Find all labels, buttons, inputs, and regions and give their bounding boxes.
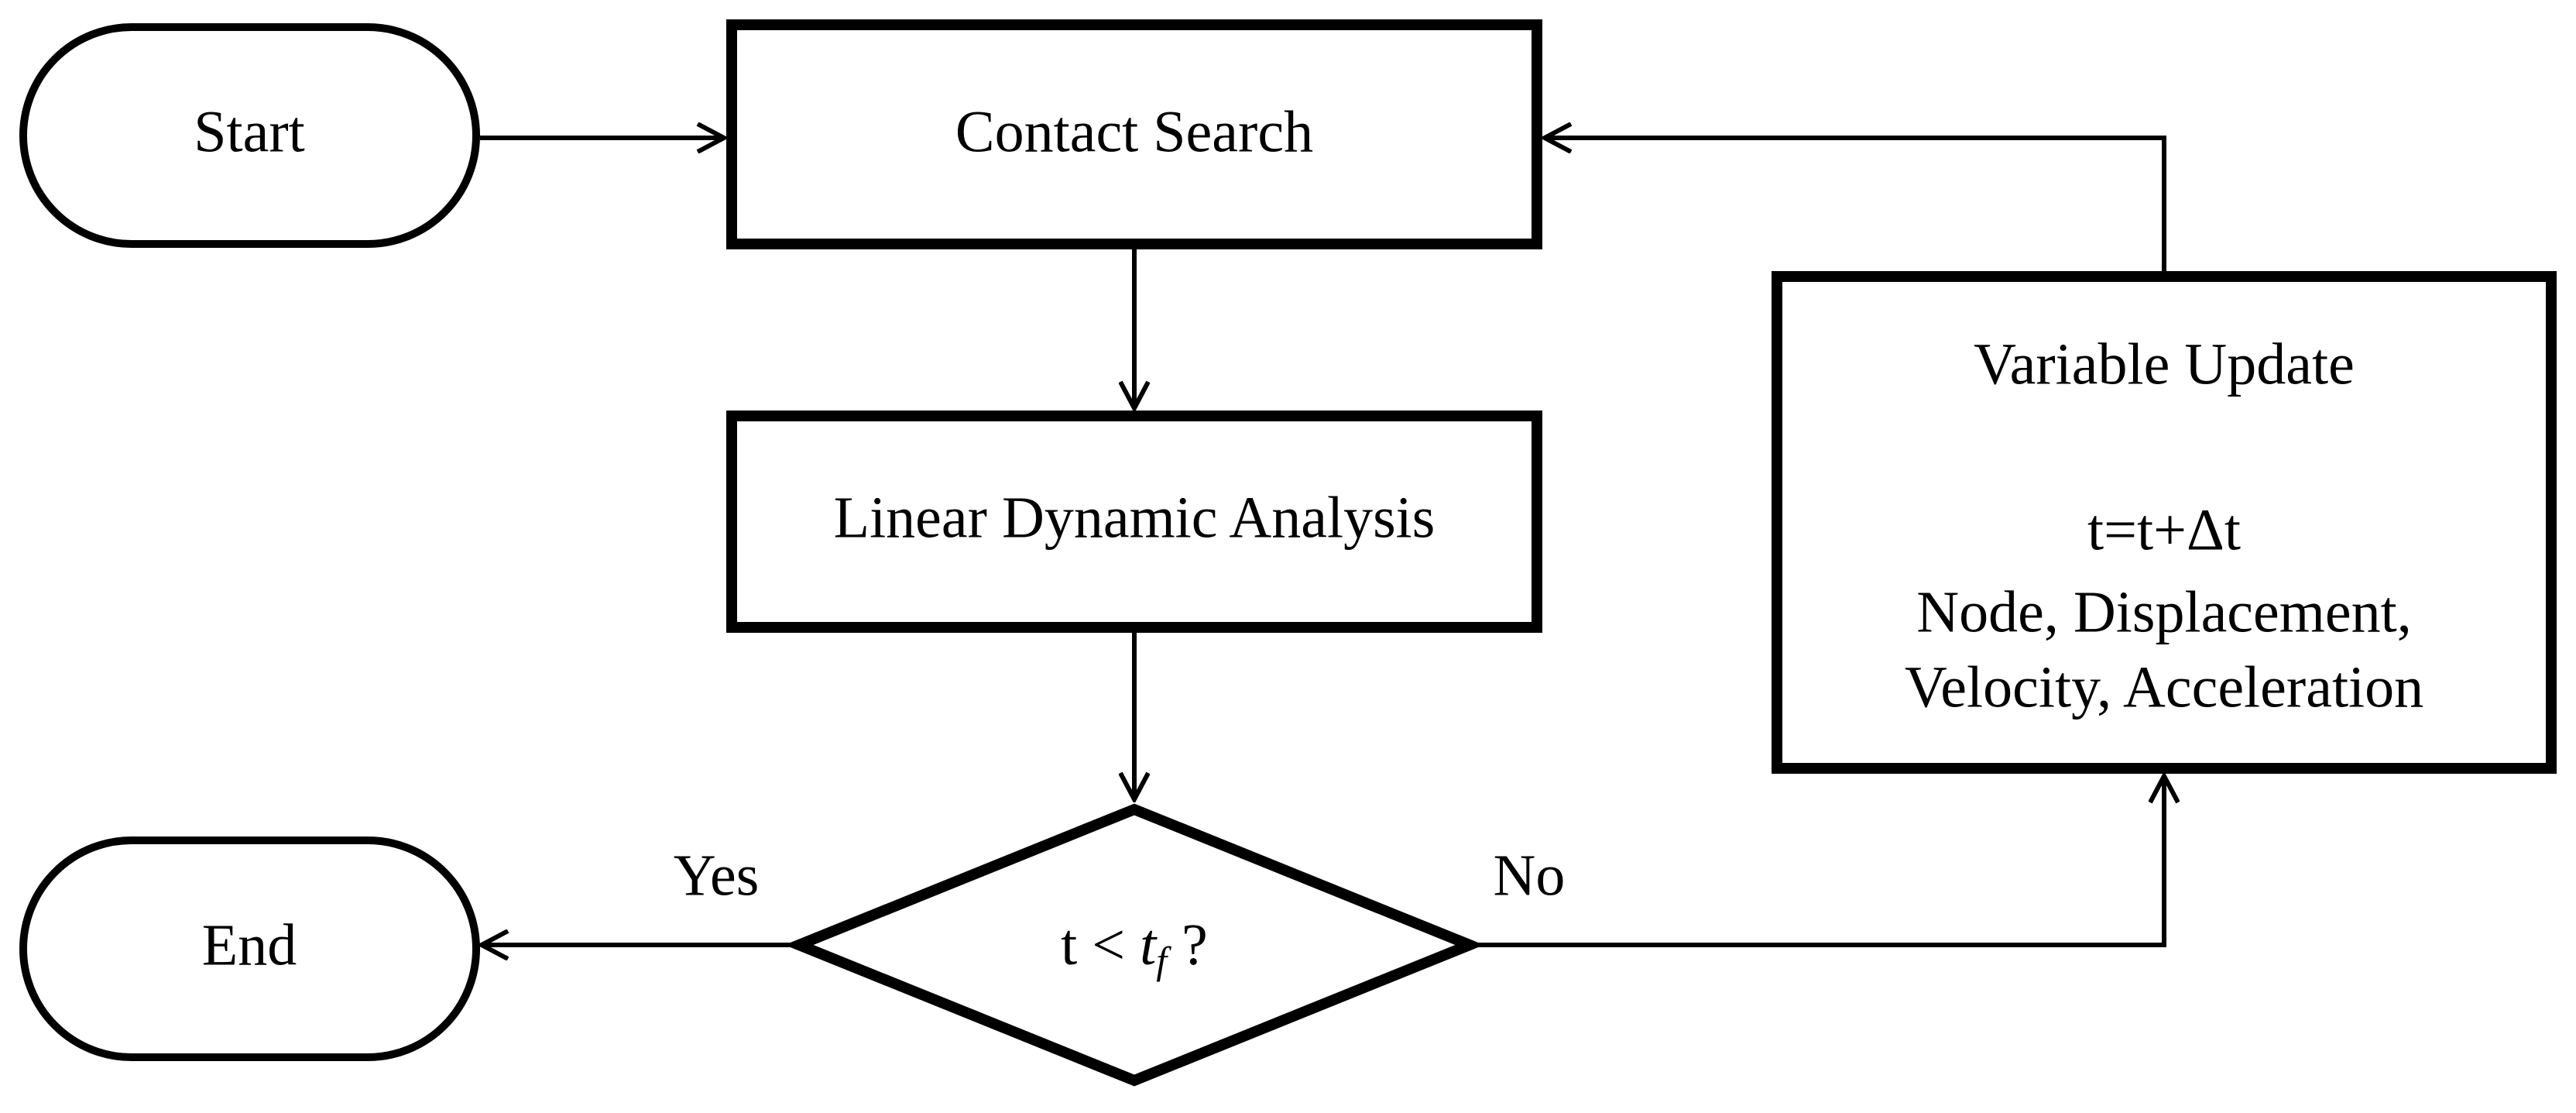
arrow-decision-no-to-variable-update [1475, 776, 2164, 947]
edge-label-yes: Yes [674, 843, 760, 908]
start-label: Start [194, 99, 305, 164]
decision-label: t < tf ? [1061, 912, 1208, 982]
decision-var: t [1140, 912, 1158, 977]
decision-prefix: t < [1061, 912, 1140, 977]
decision-suffix: ? [1167, 912, 1208, 977]
variable-update-line-3: Velocity, Acceleration [1905, 654, 2423, 720]
edge-label-no: No [1494, 843, 1566, 908]
variable-update-node: Variable Update t=t+Δt Node, Displacemen… [1772, 271, 2557, 774]
arrow-variable-update-to-contact-search [1545, 138, 2166, 271]
end-node: End [19, 836, 480, 1061]
variable-update-line-1: t=t+Δt [2087, 497, 2241, 562]
variable-update-title: Variable Update [1974, 331, 2355, 397]
contact-search-label: Contact Search [955, 99, 1313, 164]
end-label: End [202, 912, 297, 977]
linear-dynamic-analysis-label: Linear Dynamic Analysis [834, 485, 1435, 550]
variable-update-line-2: Node, Displacement, [1916, 579, 2411, 644]
contact-search-node: Contact Search [726, 19, 1542, 249]
start-node: Start [19, 23, 480, 248]
linear-dynamic-analysis-node: Linear Dynamic Analysis [726, 411, 1542, 633]
decision-node: t < tf ? [784, 803, 1484, 1087]
